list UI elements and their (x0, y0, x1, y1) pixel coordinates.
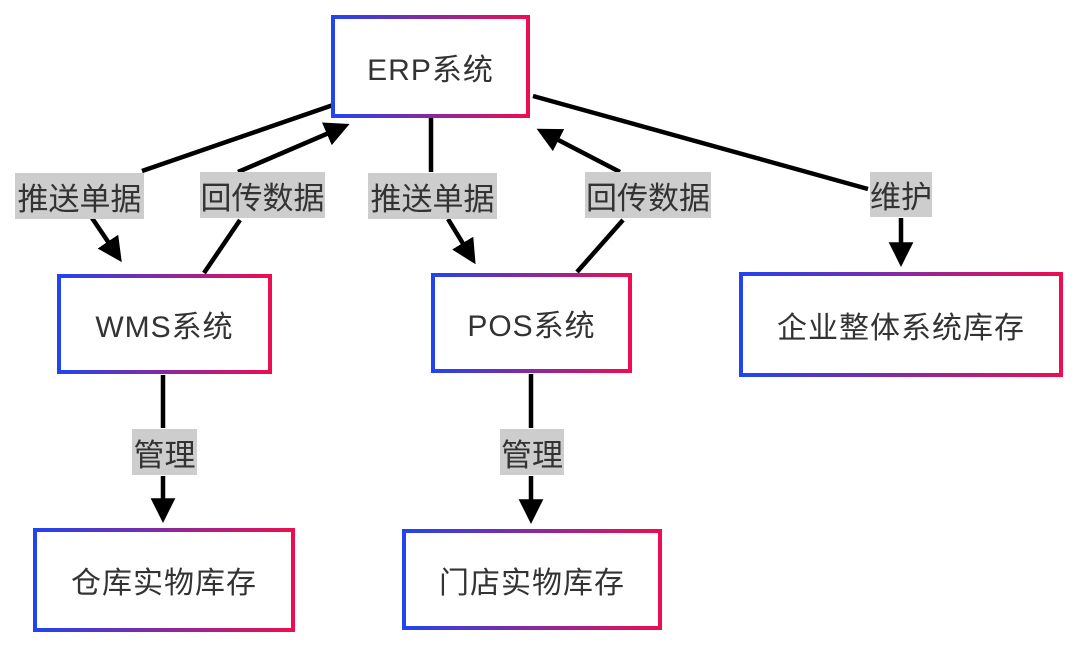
node-warehouse-inventory: 仓库实物库存 (33, 528, 295, 632)
node-enterprise-inventory-label: 企业整体系统库存 (777, 311, 1025, 345)
edge-pos-to-erp-segment-1 (575, 218, 625, 274)
edge-label-maintain: 维护 (870, 172, 932, 217)
node-store-inventory-label: 门店实物库存 (439, 566, 625, 600)
edge-wms-to-erp-segment-1 (202, 218, 242, 275)
node-pos: POS系统 (431, 273, 632, 373)
node-enterprise-inventory: 企业整体系统库存 (739, 272, 1063, 377)
edge-pos-to-erp (536, 128, 625, 274)
edge-label-manage-2: 管理 (500, 429, 564, 475)
node-pos-label: POS系统 (467, 310, 596, 343)
node-wms-label: WMS系统 (95, 311, 234, 344)
edge-erp-to-wms-segment-2 (90, 216, 122, 263)
edge-erp-to-wms-segment-1 (141, 101, 337, 174)
node-warehouse-inventory-label: 仓库实物库存 (71, 567, 257, 600)
edge-label-return-data-1: 回传数据 (200, 172, 325, 218)
edge-label-push-docs-1: 推送单据 (15, 173, 144, 219)
edge-wms-to-erp-segment-2 (237, 122, 350, 175)
edge-wms-to-erp (202, 122, 350, 275)
edge-erp-to-pos-segment-2 (446, 217, 476, 265)
node-wms: WMS系统 (57, 274, 272, 374)
node-erp: ERP系统 (331, 15, 530, 118)
edge-erp-to-wms (90, 101, 337, 263)
edge-erp-to-enterprise-inventory (532, 93, 914, 267)
edge-label-push-docs-2: 推送单据 (368, 173, 497, 219)
node-erp-label: ERP系统 (367, 53, 494, 87)
node-store-inventory: 门店实物库存 (402, 529, 662, 630)
edge-erp-to-enterprise-inventory-segment-1 (532, 93, 869, 192)
edge-pos-to-erp-segment-2 (536, 128, 622, 174)
edge-erp-to-pos (428, 118, 476, 265)
edge-label-return-data-2: 回传数据 (585, 172, 711, 218)
edge-label-manage-1: 管理 (132, 429, 197, 475)
